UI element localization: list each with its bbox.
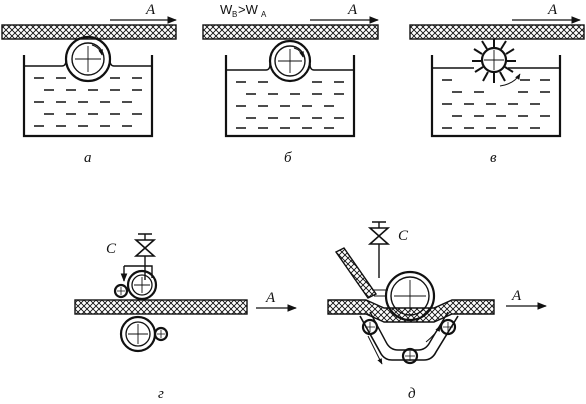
small-roller xyxy=(361,318,379,336)
panel-label-v: в xyxy=(490,150,497,166)
fabric-web xyxy=(202,24,379,40)
brush-roller xyxy=(472,39,521,87)
liquid xyxy=(236,81,344,129)
tank xyxy=(430,55,562,138)
liquid xyxy=(34,77,142,127)
small-roller xyxy=(153,326,169,342)
fabric-web xyxy=(1,24,177,40)
roller xyxy=(268,39,312,83)
panel-label-a: а xyxy=(84,150,92,166)
condition-sub-b: B xyxy=(232,10,237,19)
direction-label: A xyxy=(347,2,358,18)
fabric-web xyxy=(74,299,248,315)
direction-label: A xyxy=(511,288,522,304)
valve-label: C xyxy=(398,228,409,244)
panel-v: A xyxy=(409,2,585,166)
valve: C xyxy=(367,221,409,278)
condition-main: W xyxy=(220,2,233,17)
small-roller xyxy=(401,347,419,365)
panel-label-d: д xyxy=(408,386,416,402)
doctor-blade xyxy=(334,247,378,299)
liquid xyxy=(442,79,550,129)
roller xyxy=(64,35,112,83)
direction-label: A xyxy=(145,2,156,18)
direction-label: A xyxy=(547,2,558,18)
panel-label-g: г xyxy=(158,386,164,402)
fabric-web xyxy=(409,24,585,40)
tank xyxy=(224,55,356,138)
condition-op: >W xyxy=(238,2,259,17)
small-roller xyxy=(113,283,129,299)
fabric-web xyxy=(327,299,495,323)
guide-belt xyxy=(359,315,459,361)
panel-a: A а xyxy=(1,2,177,166)
small-roller xyxy=(439,318,457,336)
panel-b: W B >W A A б xyxy=(202,2,379,166)
panel-d: A C д xyxy=(327,221,547,402)
valve: C xyxy=(106,233,157,280)
upper-roller xyxy=(126,269,158,301)
condition-sub-a: A xyxy=(261,10,267,19)
valve-label: C xyxy=(106,241,117,257)
panel-label-b: б xyxy=(284,150,292,166)
tank xyxy=(22,55,154,138)
direction-label: A xyxy=(265,290,276,306)
panel-g: A C г xyxy=(74,233,297,402)
